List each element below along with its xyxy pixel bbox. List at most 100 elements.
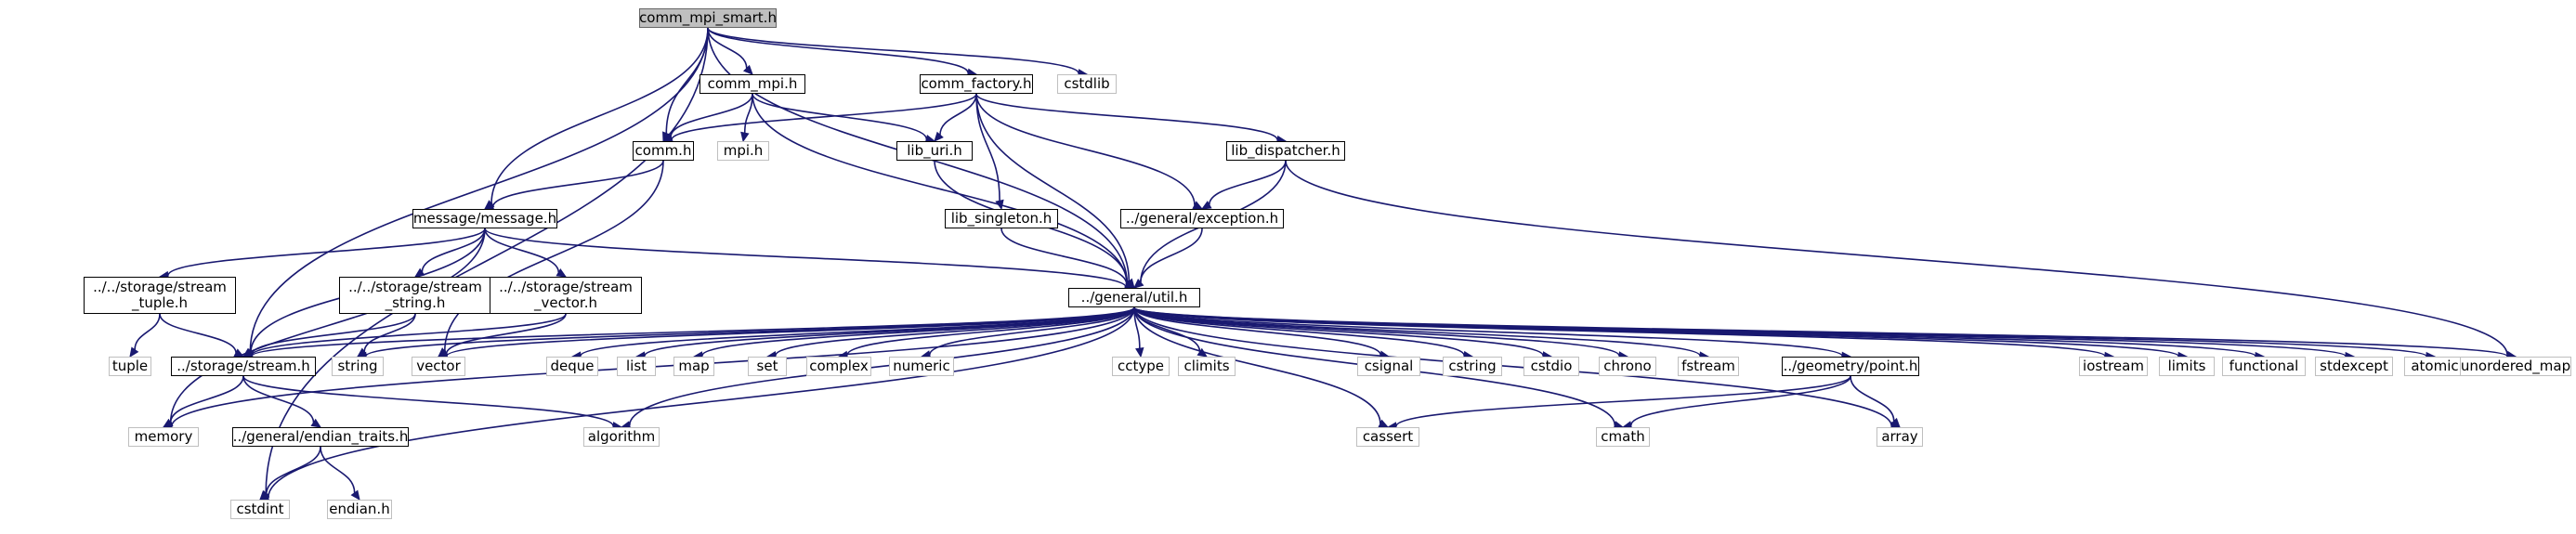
arrowhead-comm-factory-to-exception [1192,201,1204,210]
node-endian: endian.h [327,500,392,519]
node-util[interactable]: ../general/util.h [1068,288,1200,307]
node-deque: deque [546,357,598,376]
node-functional: functional [2222,357,2306,376]
edge-util-to-stream [251,306,1135,358]
node-mpi: mpi.h [717,141,769,161]
node-cmath: cmath [1596,427,1650,447]
arrowhead-message-to-stream-string [413,267,425,278]
node-cstdlib: cstdlib [1057,74,1117,94]
edge-util-to-cstring [1133,306,1465,357]
edge-stream-tuple-to-stream [159,313,237,354]
node-point[interactable]: ../geometry/point.h [1782,357,1919,376]
edge-comm-mpi-smart-to-cstdint [265,27,709,494]
node-stream-vector[interactable]: ../../storage/stream_vector.h [490,277,642,314]
edge-stream-to-endian-traits [242,375,315,423]
edge-util-to-iostream [1133,306,2106,358]
edge-stream-string-to-stream [250,313,416,356]
edge-comm-mpi-to-comm [670,93,753,137]
arrowhead-comm-mpi-to-mpi [740,131,750,143]
edge-comm-factory-to-lib-singleton [975,93,1000,202]
edge-exception-to-util [1139,228,1203,283]
edge-stream-vector-to-stream [251,313,567,357]
edge-util-to-array [1133,306,1892,426]
edge-message-to-stream-tuple [167,228,486,277]
node-array: array [1876,427,1923,447]
arrowhead-lib-dispatcher-to-exception [1200,201,1212,210]
edge-util-to-complex [846,306,1135,356]
edge-util-to-stdexcept [1133,306,2347,358]
edge-point-to-cassert [1395,375,1851,427]
node-stdexcept: stdexcept [2315,357,2393,376]
node-climits: climits [1178,357,1236,376]
edge-stream-vector-to-vector [445,313,567,355]
node-map: map [673,357,714,376]
edge-stream-to-memory [169,375,244,423]
edge-comm-mpi-smart-to-comm [665,27,709,134]
node-set: set [748,357,787,376]
edge-util-to-chrono [1133,306,1620,357]
edge-comm-factory-to-comm [671,93,977,141]
arrowhead-stream-tuple-to-stream [233,348,245,358]
edge-lib-dispatcher-to-unordered-map [1285,160,2508,356]
node-comm-mpi[interactable]: comm_mpi.h [700,74,805,94]
arrowhead-endian-traits-to-cstdint [259,490,270,501]
arrowhead-comm-factory-to-lib-uri [934,131,944,142]
arrowhead-point-to-array [1890,417,1901,428]
node-numeric: numeric [889,357,954,376]
edge-stream-to-algorithm [242,375,614,427]
edge-stream-string-to-string [363,313,416,352]
edge-point-to-array [1850,375,1895,422]
node-exception[interactable]: ../general/exception.h [1120,209,1284,228]
arrowhead-stream-tuple-to-tuple [129,346,139,358]
edge-comm-to-vector [443,160,664,352]
edge-message-to-stream-string [421,228,486,273]
edge-comm-mpi-to-mpi [743,93,753,134]
node-complex: complex [806,357,871,376]
edge-point-to-cmath [1629,375,1851,426]
arrowhead-comm-mpi-smart-to-comm-mpi [742,64,753,75]
edge-endian-traits-to-cstdint [265,446,321,495]
edge-util-to-unordered-map [1133,306,2508,358]
edge-util-to-numeric [928,306,1135,356]
edge-message-to-memory [169,228,486,423]
edge-comm-factory-to-lib-uri [939,93,977,136]
node-vector: vector [412,357,465,376]
edge-lib-dispatcher-to-exception [1208,160,1287,205]
node-cstdio: cstdio [1523,357,1579,376]
edge-util-to-map [701,306,1135,357]
arrowhead-util-to-cctype [1135,346,1144,358]
arrowhead-stream-to-endian-traits [310,418,322,428]
node-message[interactable]: message/message.h [412,209,557,228]
node-chrono: chrono [1599,357,1656,376]
node-stream-string[interactable]: ../../storage/stream_string.h [339,277,491,314]
edge-endian-traits-to-endian [320,446,356,493]
node-atomic: atomic [2404,357,2465,376]
node-comm-mpi-smart[interactable]: comm_mpi_smart.h [639,8,777,28]
edge-comm-mpi-to-util [752,93,1128,284]
edge-util-to-set [775,306,1135,357]
node-cassert: cassert [1356,427,1419,447]
node-csignal: csignal [1357,357,1420,376]
edge-comm-to-message [491,160,664,207]
node-comm-factory[interactable]: comm_factory.h [920,74,1033,94]
node-endian-traits[interactable]: ../general/endian_traits.h [232,427,409,447]
node-lib-singleton[interactable]: lib_singleton.h [945,209,1058,228]
node-cstdint: cstdint [230,500,290,519]
node-cstring: cstring [1443,357,1502,376]
edge-util-to-fstream [1133,306,1701,357]
arrowhead-stream-to-memory [162,418,174,428]
node-lib-uri[interactable]: lib_uri.h [896,141,973,161]
node-limits: limits [2159,357,2215,376]
node-list: list [617,357,656,376]
node-comm[interactable]: comm.h [633,141,694,161]
node-stream[interactable]: ../storage/stream.h [171,357,316,376]
node-lib-dispatcher[interactable]: lib_dispatcher.h [1226,141,1345,161]
node-stream-tuple[interactable]: ../../storage/stream_tuple.h [84,277,236,314]
arrowhead-message-to-stream-vector [556,268,568,278]
edge-comm-mpi-smart-to-comm-factory [707,27,969,73]
edge-util-to-csignal [1133,306,1381,356]
edge-comm-factory-to-exception [975,93,1196,205]
edge-util-to-cstdint [267,306,1135,499]
node-tuple: tuple [109,357,151,376]
